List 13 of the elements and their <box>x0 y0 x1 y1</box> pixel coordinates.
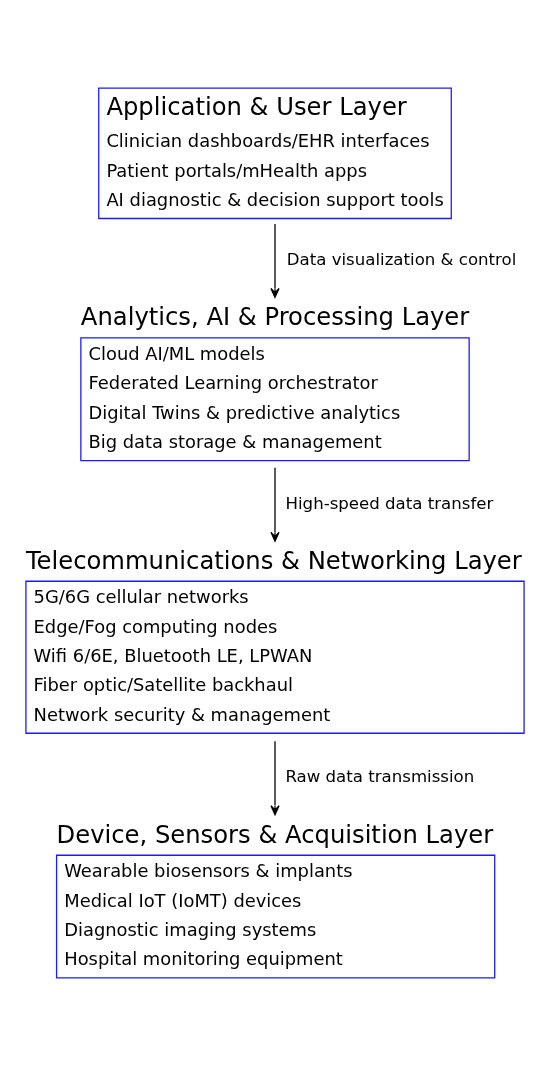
node-box: 5G/6G cellular networks Edge/Fog computing nodes Wifi 6/6E, Bluetooth LE, LPWAN Fiber optic/Satellite backhaul Network security & management <box>25 580 525 734</box>
node-label: Telecommunications & Networking Layer <box>25 545 522 575</box>
node-box: Application & User Layer Clinician dashboards/EHR interfaces Patient portals/mHealth apps AI diagnostic & decision support tools <box>98 87 452 220</box>
arrow <box>270 467 280 542</box>
edge-label: Raw data transmission <box>285 767 475 787</box>
edge-label: High-speed data transfer <box>285 493 494 513</box>
node-box: Wearable biosensors & implants Medical IoT (IoMT) devices Diagnostic imaging systems Hospital monitoring equipment <box>55 854 496 979</box>
node-box: Cloud AI/ML models Federated Learning orchestrator Digital Twins & predictive analytics Big data storage & management <box>80 337 470 462</box>
edge-label: Data visualization & control <box>286 250 517 269</box>
arrow <box>270 740 280 816</box>
node-label: Device, Sensors & Acquisition Layer <box>56 819 494 849</box>
node-label: Analytics, AI & Processing Layer <box>80 302 470 332</box>
arrow <box>270 223 280 298</box>
